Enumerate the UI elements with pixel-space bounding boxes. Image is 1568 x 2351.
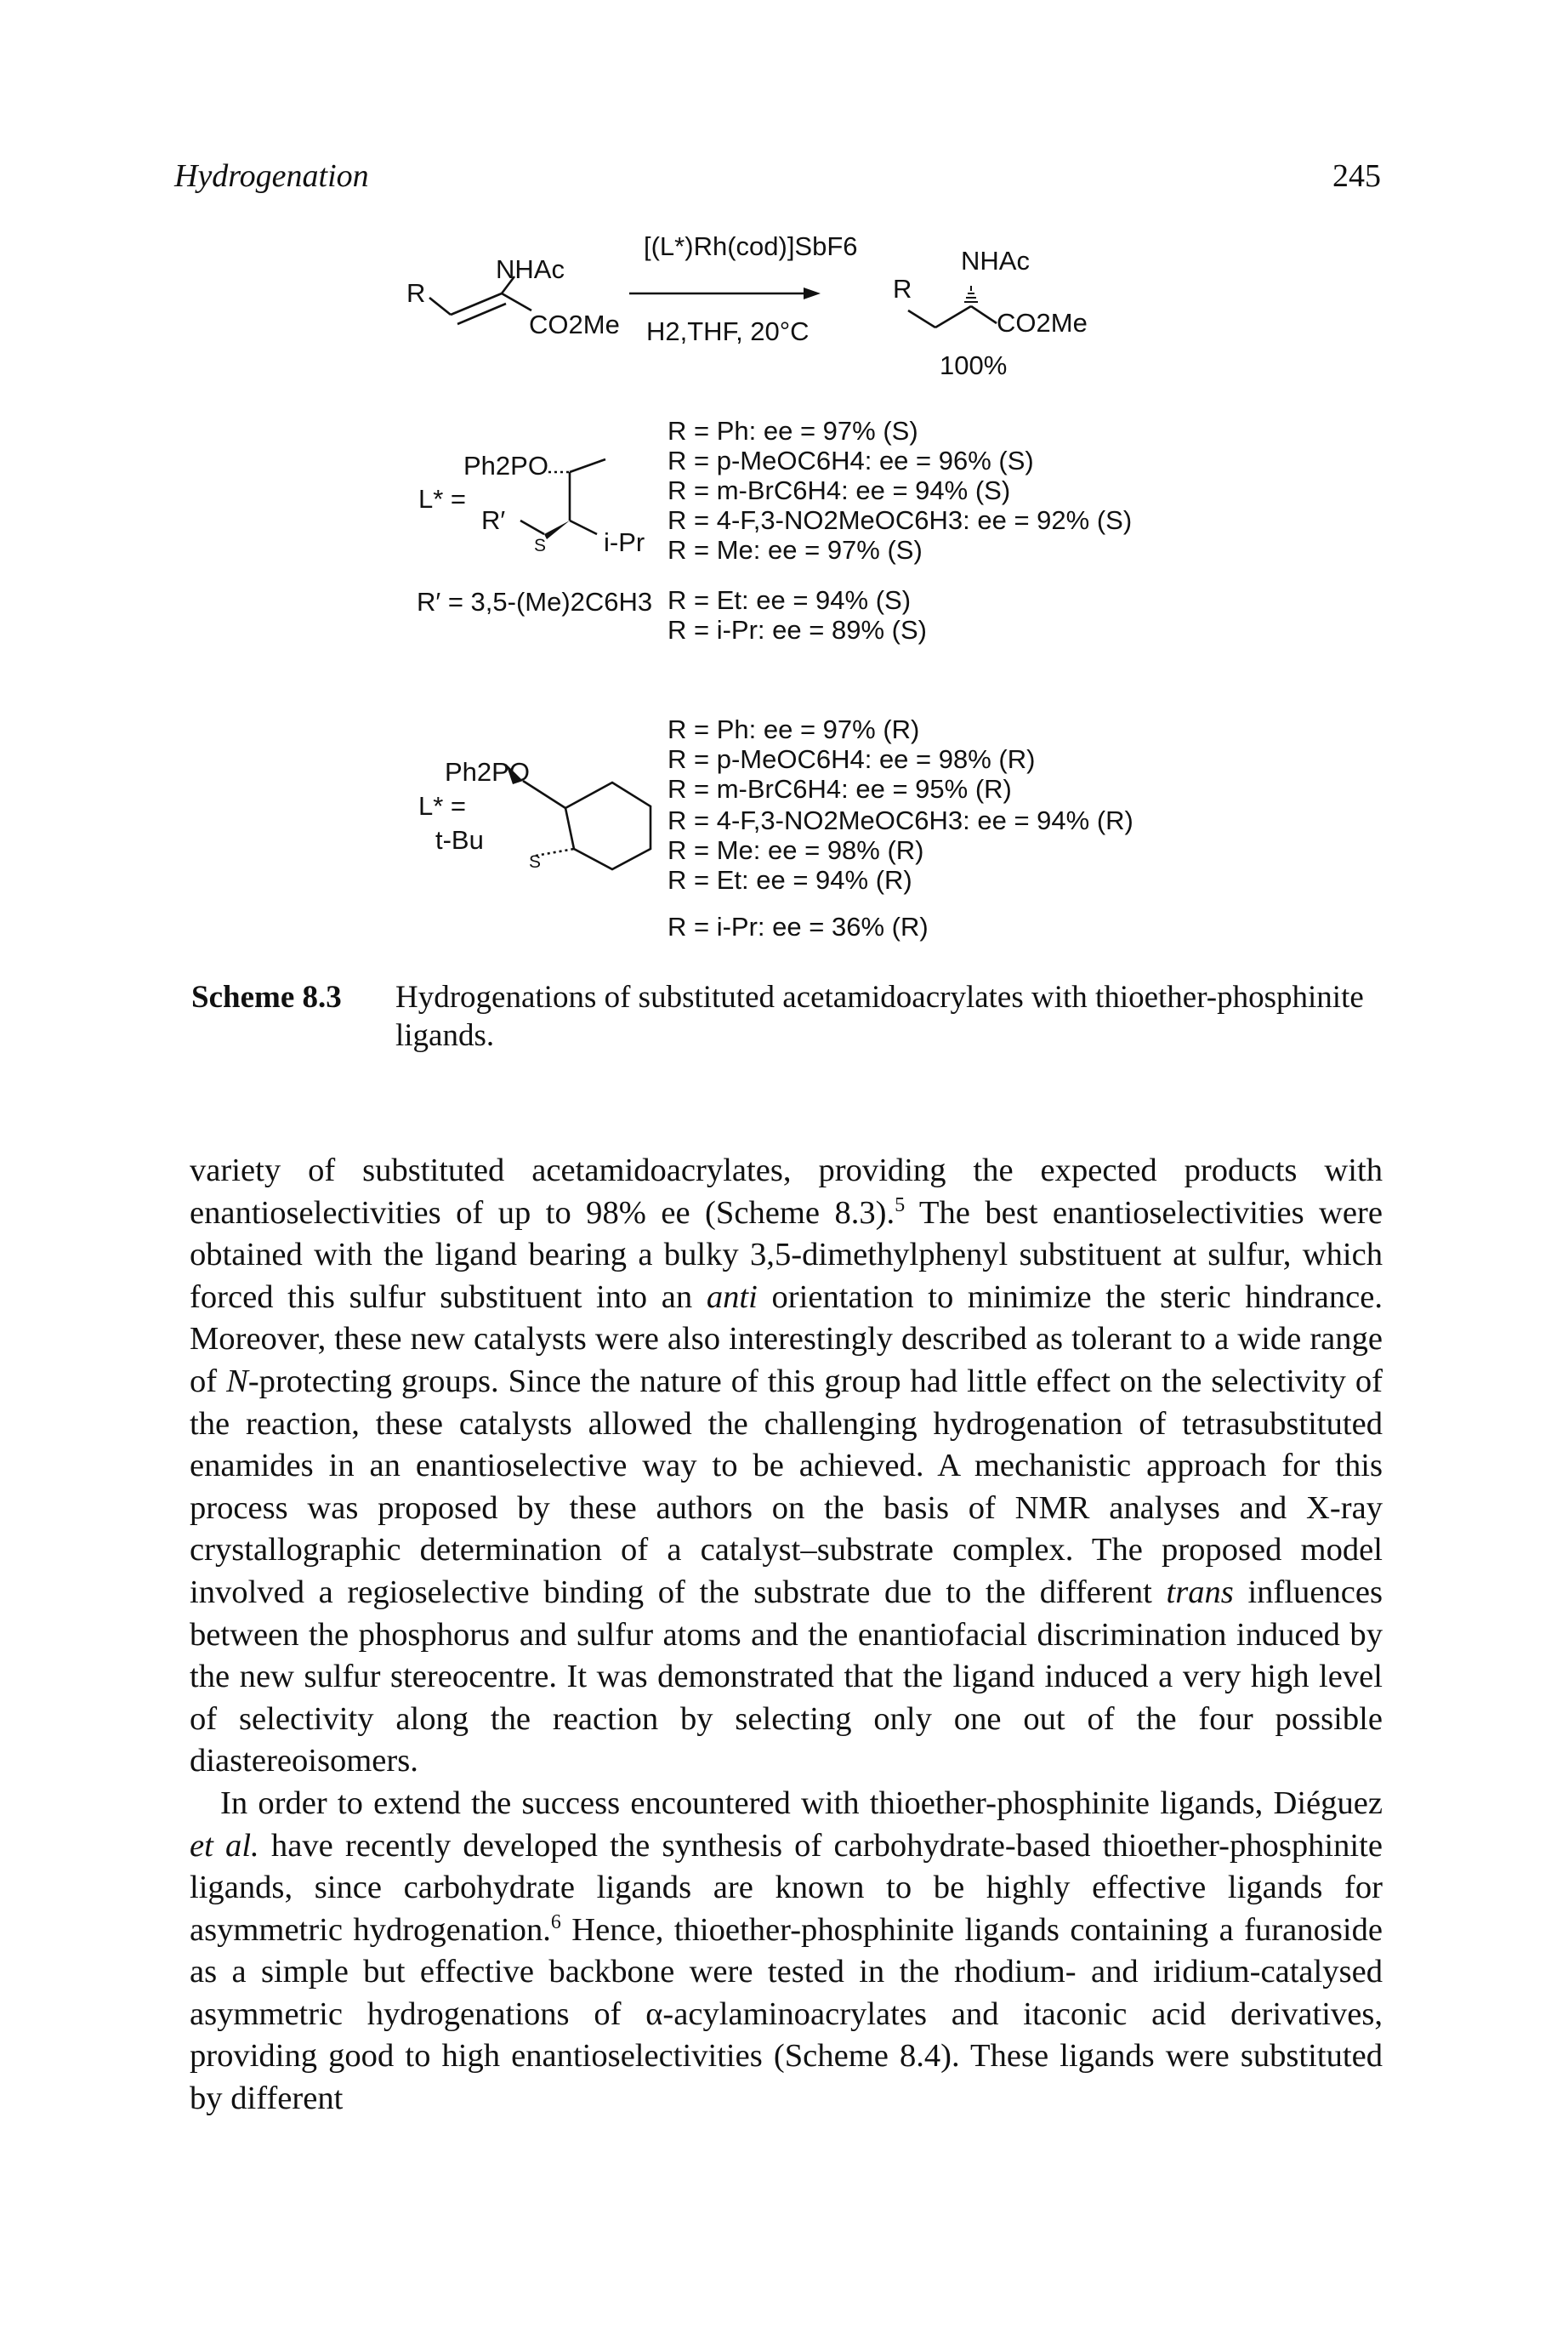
substrate-ester: CO2Me [529,310,620,339]
ligand2-results: R = Ph: ee = 97% (R) R = p-MeOC6H4: ee =… [668,714,1133,942]
running-head: Hydrogenation [174,158,369,194]
ligand1-p-group: Ph2PO [463,451,548,481]
reference-6: 6 [550,1910,561,1933]
ligand1-result-row: R = m-BrC6H4: ee = 94% (S) [668,475,1010,505]
product-r: R [893,274,912,304]
p1-text-2: The best enantioselectivities were obtai… [190,1194,1383,1315]
paragraph-2: In order to extend the success encounter… [190,1783,1383,2120]
page-number: 245 [1332,158,1381,194]
ligand1-r-prime: R′ = 3,5-(Me)2C6H3 [417,587,652,617]
ligand2-s-group: t-Bu [435,825,484,855]
italic-n: N [226,1363,248,1399]
yield-label: 100% [940,350,1007,380]
p2-text-3: Hence, thioether-phosphinite ligands con… [190,1911,1383,2117]
substrate-nhac: NHAc [496,254,565,284]
ligand1-result-row: R = Et: ee = 94% (S) [668,585,911,615]
ligand1-result-row: R = p-MeOC6H4: ee = 96% (S) [668,446,1034,475]
ligand1-result-row: R = 4-F,3-NO2MeOC6H3: ee = 92% (S) [668,505,1132,535]
conditions-label: H2,THF, 20°C [646,316,810,346]
ligand1-ipr: i-Pr [604,527,645,557]
ligand2-result-row: R = Et: ee = 94% (R) [668,865,912,895]
p1-text-1: variety of substituted acetamidoacrylate… [190,1153,1383,1231]
italic-et-al: et al. [190,1827,259,1864]
p2-text-2: have recently developed the synthesis of… [190,1827,1383,1948]
p2-text-1: In order to extend the success encounter… [220,1785,1383,1821]
reference-5: 5 [895,1193,906,1216]
substrate-r: R [406,278,425,308]
ligand1-s-atom: S [534,536,546,555]
product-ester: CO2Me [997,308,1088,338]
ligand2-result-row: R = i-Pr: ee = 36% (R) [668,912,929,942]
ligand1-result-row: R = Ph: ee = 97% (S) [668,416,918,446]
italic-trans: trans [1166,1574,1234,1610]
ligand2-result-row: R = p-MeOC6H4: ee = 98% (R) [668,744,1035,774]
ligand2-result-row: R = m-BrC6H4: ee = 95% (R) [668,774,1012,804]
paragraph-1: variety of substituted acetamidoacrylate… [190,1150,1383,1783]
scheme-8-3-figure: R NHAc CO2Me [(L*)Rh(cod)]SbF6 H2,THF, 2… [406,231,1133,942]
body-text: variety of substituted acetamidoacrylate… [190,1150,1383,2120]
ligand2-result-row: R = Me: ee = 98% (R) [668,835,924,865]
italic-anti: anti [706,1278,758,1315]
ligand2-result-row: R = 4-F,3-NO2MeOC6H3: ee = 94% (R) [668,805,1133,835]
product-nhac: NHAc [961,246,1030,276]
ligand1-label: L* = [418,484,466,514]
ligand2-result-row: R = Ph: ee = 97% (R) [668,714,919,744]
reagent-label: [(L*)Rh(cod)]SbF6 [644,231,858,261]
ligand1-s-group: R′ [481,505,505,535]
caption-text: Hydrogenations of substituted acetamidoa… [395,980,1364,1053]
ligand2-p-group: Ph2PO [445,757,530,787]
ligand2-s-atom: S [529,852,541,872]
p1-text-3: orientation to minimize the steric hindr… [190,1278,1383,1399]
ligand1-result-row: R = i-Pr: ee = 89% (S) [668,615,927,645]
ligand1-results: R = Ph: ee = 97% (S) R = p-MeOC6H4: ee =… [668,416,1132,645]
caption-label: Scheme 8.3 [191,980,342,1015]
p1-text-5: influences between the phosphorus and su… [190,1574,1383,1779]
p1-text-4: -protecting groups. Since the nature of … [190,1363,1383,1610]
scheme-caption: Scheme 8.3 Hydrogenations of substituted… [191,978,1386,1055]
ligand1-result-row: R = Me: ee = 97% (S) [668,535,923,565]
ligand2-label: L* = [418,791,466,821]
